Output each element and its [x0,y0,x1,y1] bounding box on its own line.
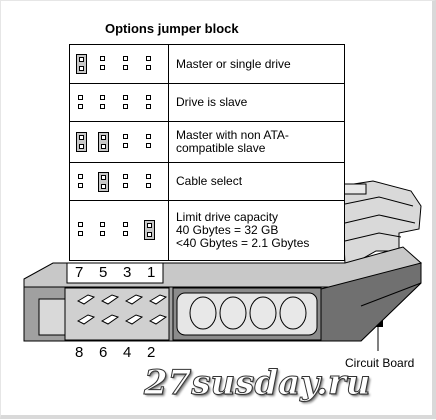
jumper-pin-icon [78,231,83,236]
jumper-row-limit-capacity: Limit drive capacity 40 Gbytes = 32 GB <… [70,201,344,260]
jumper-pin-icon [79,144,84,149]
jumper-pin-icon [146,183,151,188]
jumper-shunt-icon [98,132,109,152]
pin-block [76,172,162,192]
jumper-pin-icon [123,231,128,236]
row-label: Cable select [176,174,243,188]
pin-number: 5 [99,264,108,281]
pin-block [76,132,162,152]
pin-block [76,220,162,240]
jumper-pin-icon [101,144,106,149]
jumper-pin-icon [123,143,128,148]
pin-number: 3 [123,264,132,281]
jumper-table: Master or single drive Drive is slave [69,44,345,261]
jumper-pin-icon [100,65,105,70]
jumper-pin-icon [146,143,151,148]
jumper-pin-icon [78,222,83,227]
jumper-pin-icon [147,232,152,237]
table-divider [168,45,169,260]
pin-number: 2 [147,344,156,361]
jumper-shunt-icon [144,220,155,240]
jumper-row-master-non-ata: Master with non ATA- compatible slave [70,122,344,163]
power-pin [279,296,307,330]
pin-number: 1 [147,264,156,281]
jumper-pin-icon [78,95,83,100]
jumper-pin-icon [146,134,151,139]
jumper-pin-icon [100,95,105,100]
jumper-pin-icon [78,104,83,109]
jumper-shunt-icon [76,54,87,74]
jumper-pin-icon [123,174,128,179]
power-pin [219,296,247,330]
jumper-pin-icon [123,95,128,100]
row-label: Drive is slave [176,95,248,109]
jumper-pin-icon [78,174,83,179]
jumper-pin-icon [101,184,106,189]
row-label: Master with non ATA- compatible slave [176,128,289,155]
diagram-title: Options jumper block [105,21,239,36]
jumper-pins-3d [76,294,168,325]
jumper-pin-icon [123,183,128,188]
jumper-pin-icon [100,231,105,236]
jumper-pin-icon [100,104,105,109]
jumper-pin-icon [100,56,105,61]
pin-block [76,93,162,113]
row-label: Limit drive capacity 40 Gbytes = 32 GB <… [176,210,310,250]
jumper-pin-icon [123,222,128,227]
power-pin [249,296,277,330]
jumper-pin-icon [146,65,151,70]
jumper-pin-icon [146,95,151,100]
jumper-row-slave: Drive is slave [70,84,344,122]
power-pin [189,296,217,330]
pin-number: 6 [99,344,108,361]
jumper-pin-icon [146,104,151,109]
jumper-pin-icon [123,56,128,61]
jumper-shunt-icon [98,172,109,192]
jumper-pin-icon [147,223,152,228]
jumper-row-master: Master or single drive [70,45,344,84]
watermark: 27susday.ru [143,363,371,404]
jumper-pin-icon [100,222,105,227]
jumper-pin-icon [123,104,128,109]
jumper-pin-icon [101,135,106,140]
pin-number: 7 [75,264,84,281]
jumper-pin-icon [79,135,84,140]
jumper-pin-icon [146,174,151,179]
pin-number: 8 [75,344,84,361]
jumper-pin-icon [146,56,151,61]
jumper-pin-icon [123,134,128,139]
jumper-row-cable-select: Cable select [70,163,344,201]
jumper-shunt-icon [76,132,87,152]
jumper-pin-icon [79,57,84,62]
jumper-pin-icon [79,66,84,71]
jumper-pin-icon [123,65,128,70]
row-label: Master or single drive [176,57,291,71]
jumper-pin-icon [101,175,106,180]
pin-block [76,54,162,74]
pin-number: 4 [123,344,132,361]
circuit-board-label: Circuit Board [345,356,415,370]
jumper-pin-icon [78,183,83,188]
